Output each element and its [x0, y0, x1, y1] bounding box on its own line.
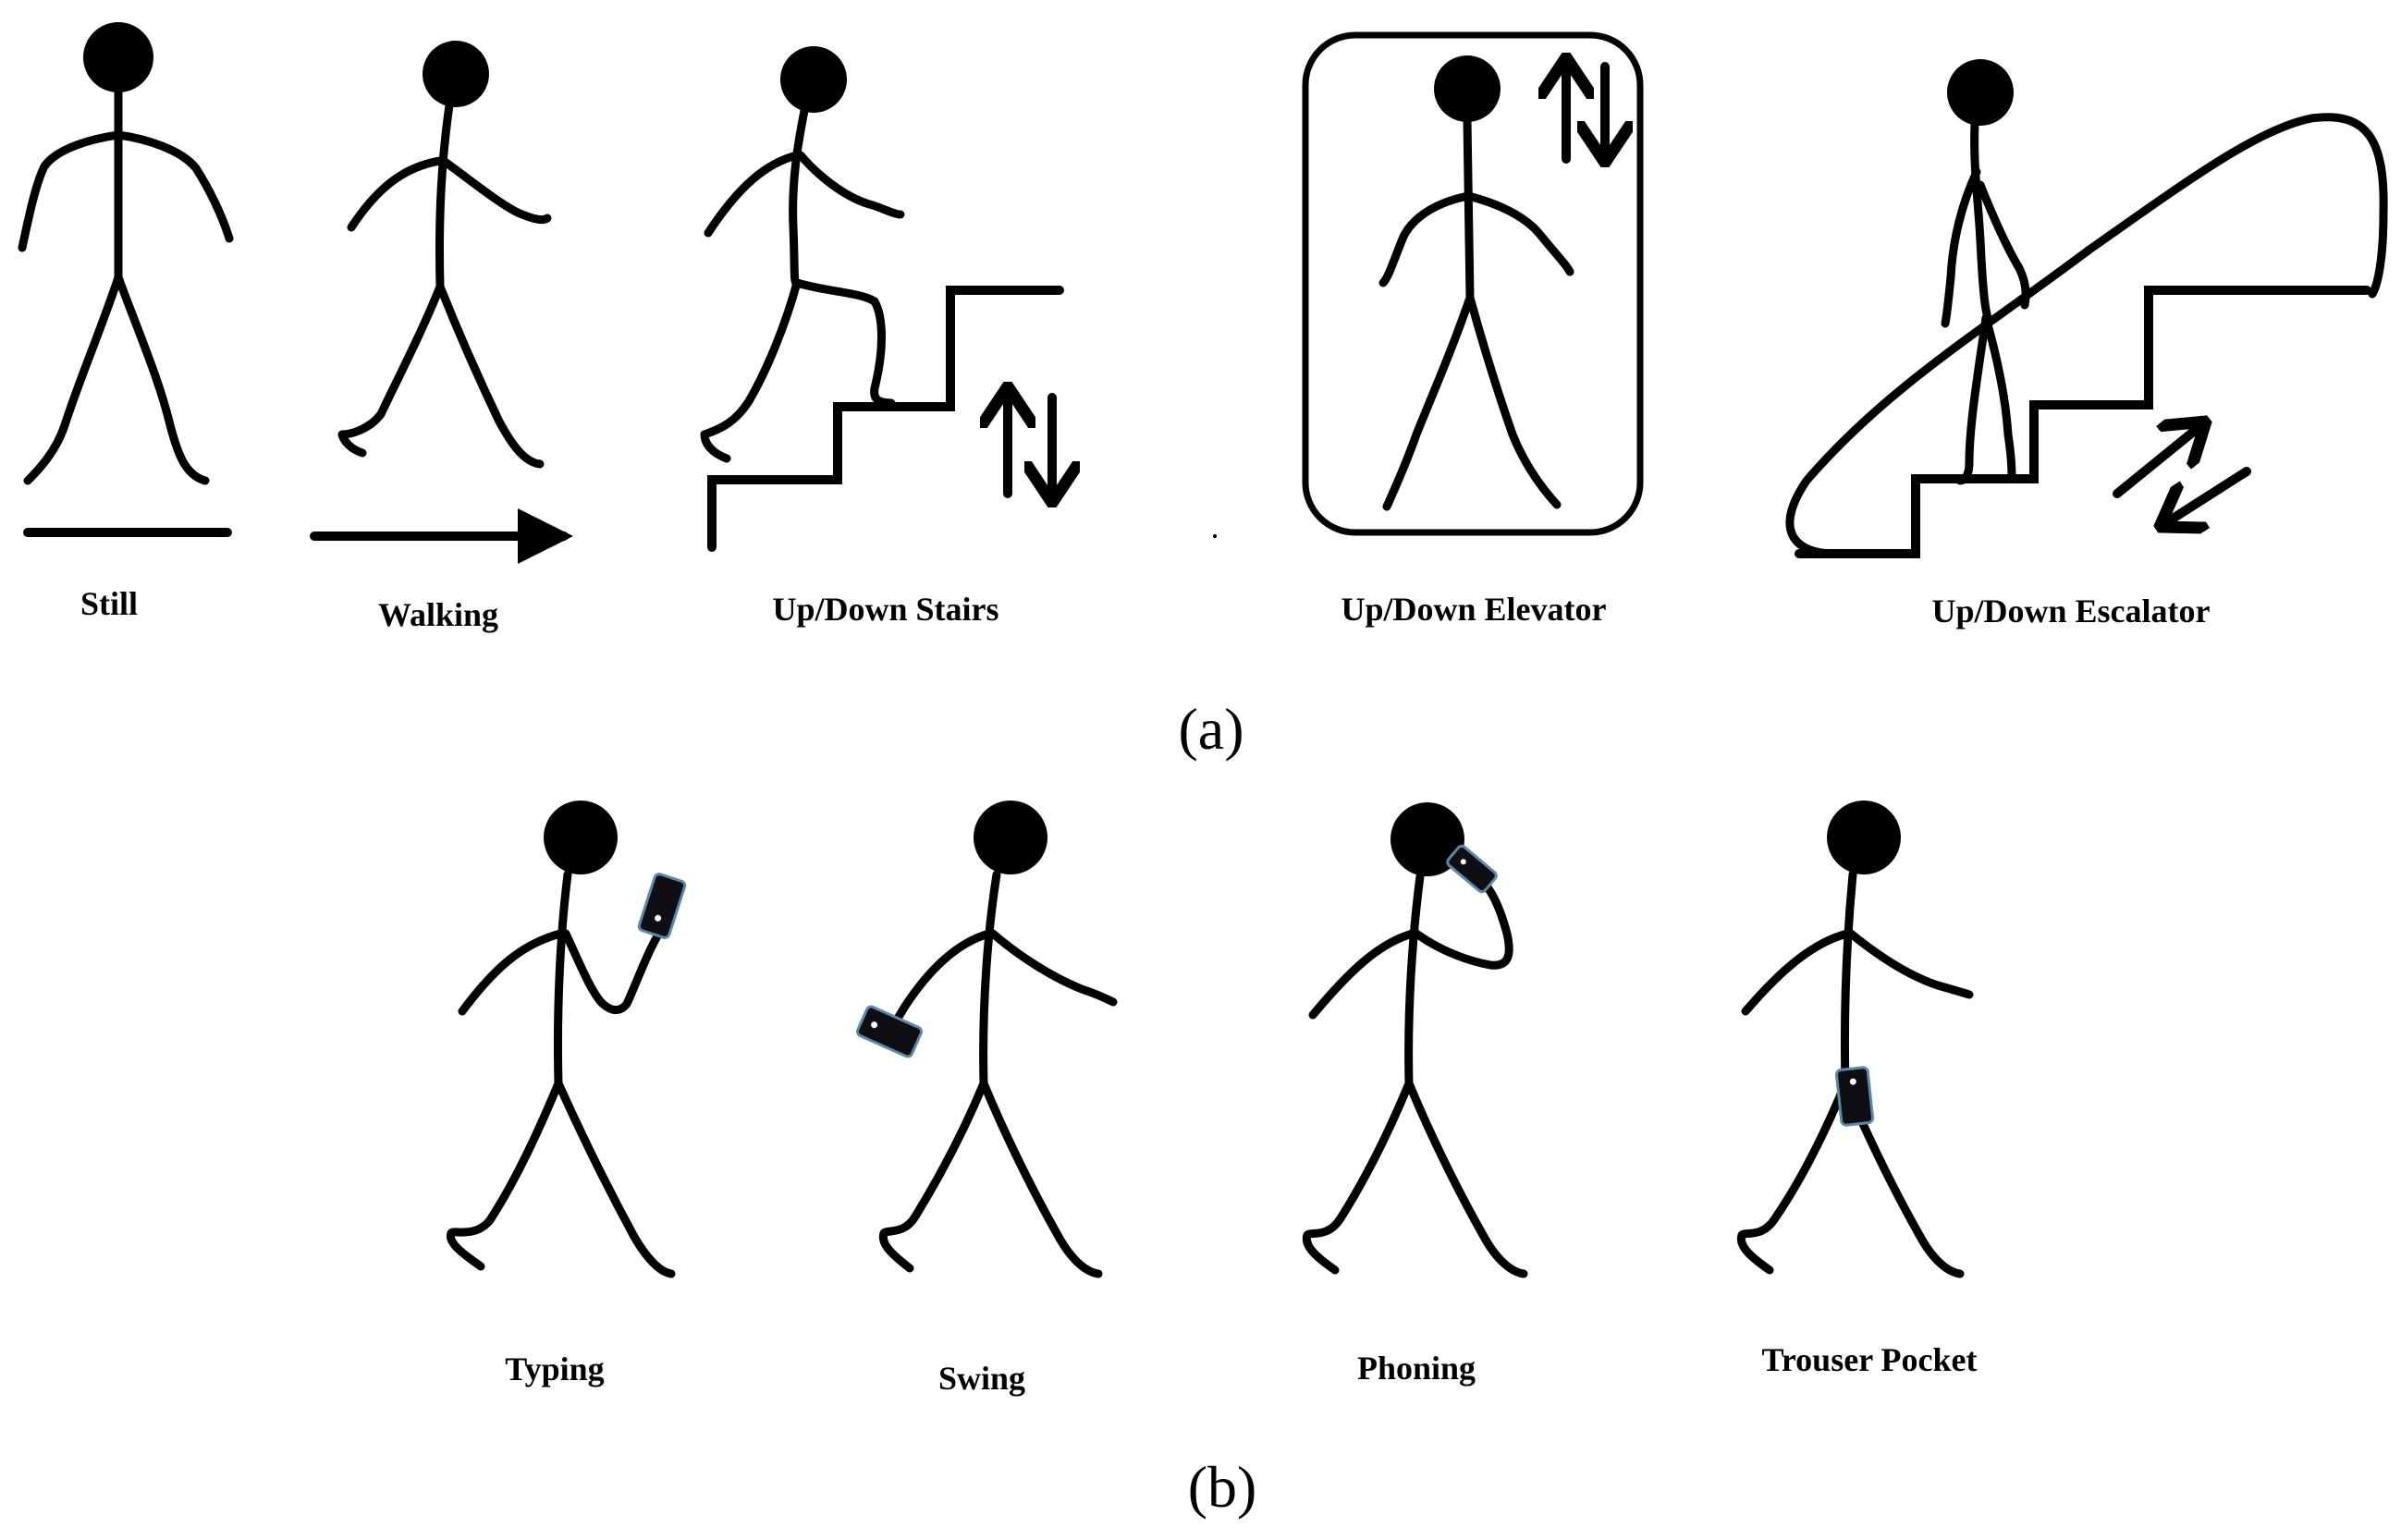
label-walking: Walking — [378, 596, 498, 633]
label-up-down-stairs: Up/Down Stairs — [772, 591, 998, 628]
panel-label-a: (a) — [1178, 696, 1243, 762]
stairs-figure-icon — [700, 46, 905, 463]
smartphone-icon — [1446, 844, 1498, 894]
label-typing: Typing — [505, 1351, 604, 1387]
escalator-icon — [1795, 286, 2371, 558]
label-swing: Swing — [938, 1360, 1025, 1397]
stairs-icon — [707, 286, 1064, 552]
trouser-pocket-figure-icon — [1736, 801, 1974, 1278]
walking-figure-icon — [337, 41, 552, 469]
stray-dot — [1213, 534, 1217, 538]
label-up-down-elevator: Up/Down Elevator — [1341, 591, 1607, 628]
typing-figure-icon — [446, 801, 676, 1278]
smartphone-icon — [1834, 1066, 1875, 1127]
label-phoning: Phoning — [1357, 1350, 1476, 1387]
label-up-down-escalator: Up/Down Escalator — [1931, 593, 2210, 629]
still-figure-icon — [18, 22, 234, 485]
escalator-arrow-down-icon — [2160, 467, 2251, 527]
smartphone-icon — [637, 873, 687, 939]
smartphone-icon — [855, 1005, 924, 1058]
phoning-figure-icon — [1302, 802, 1528, 1278]
escalator-handrail — [1785, 113, 2388, 558]
label-trouser-pocket: Trouser Pocket — [1762, 1341, 1978, 1378]
elevator-icon — [1302, 31, 1644, 536]
label-still: Still — [80, 585, 138, 622]
escalator-figure-icon — [1941, 59, 2030, 485]
elevator-figure-icon — [1378, 55, 1574, 511]
escalator-arrow-up-icon — [2113, 422, 2206, 498]
panel-label-b: (b) — [1188, 1454, 1257, 1520]
